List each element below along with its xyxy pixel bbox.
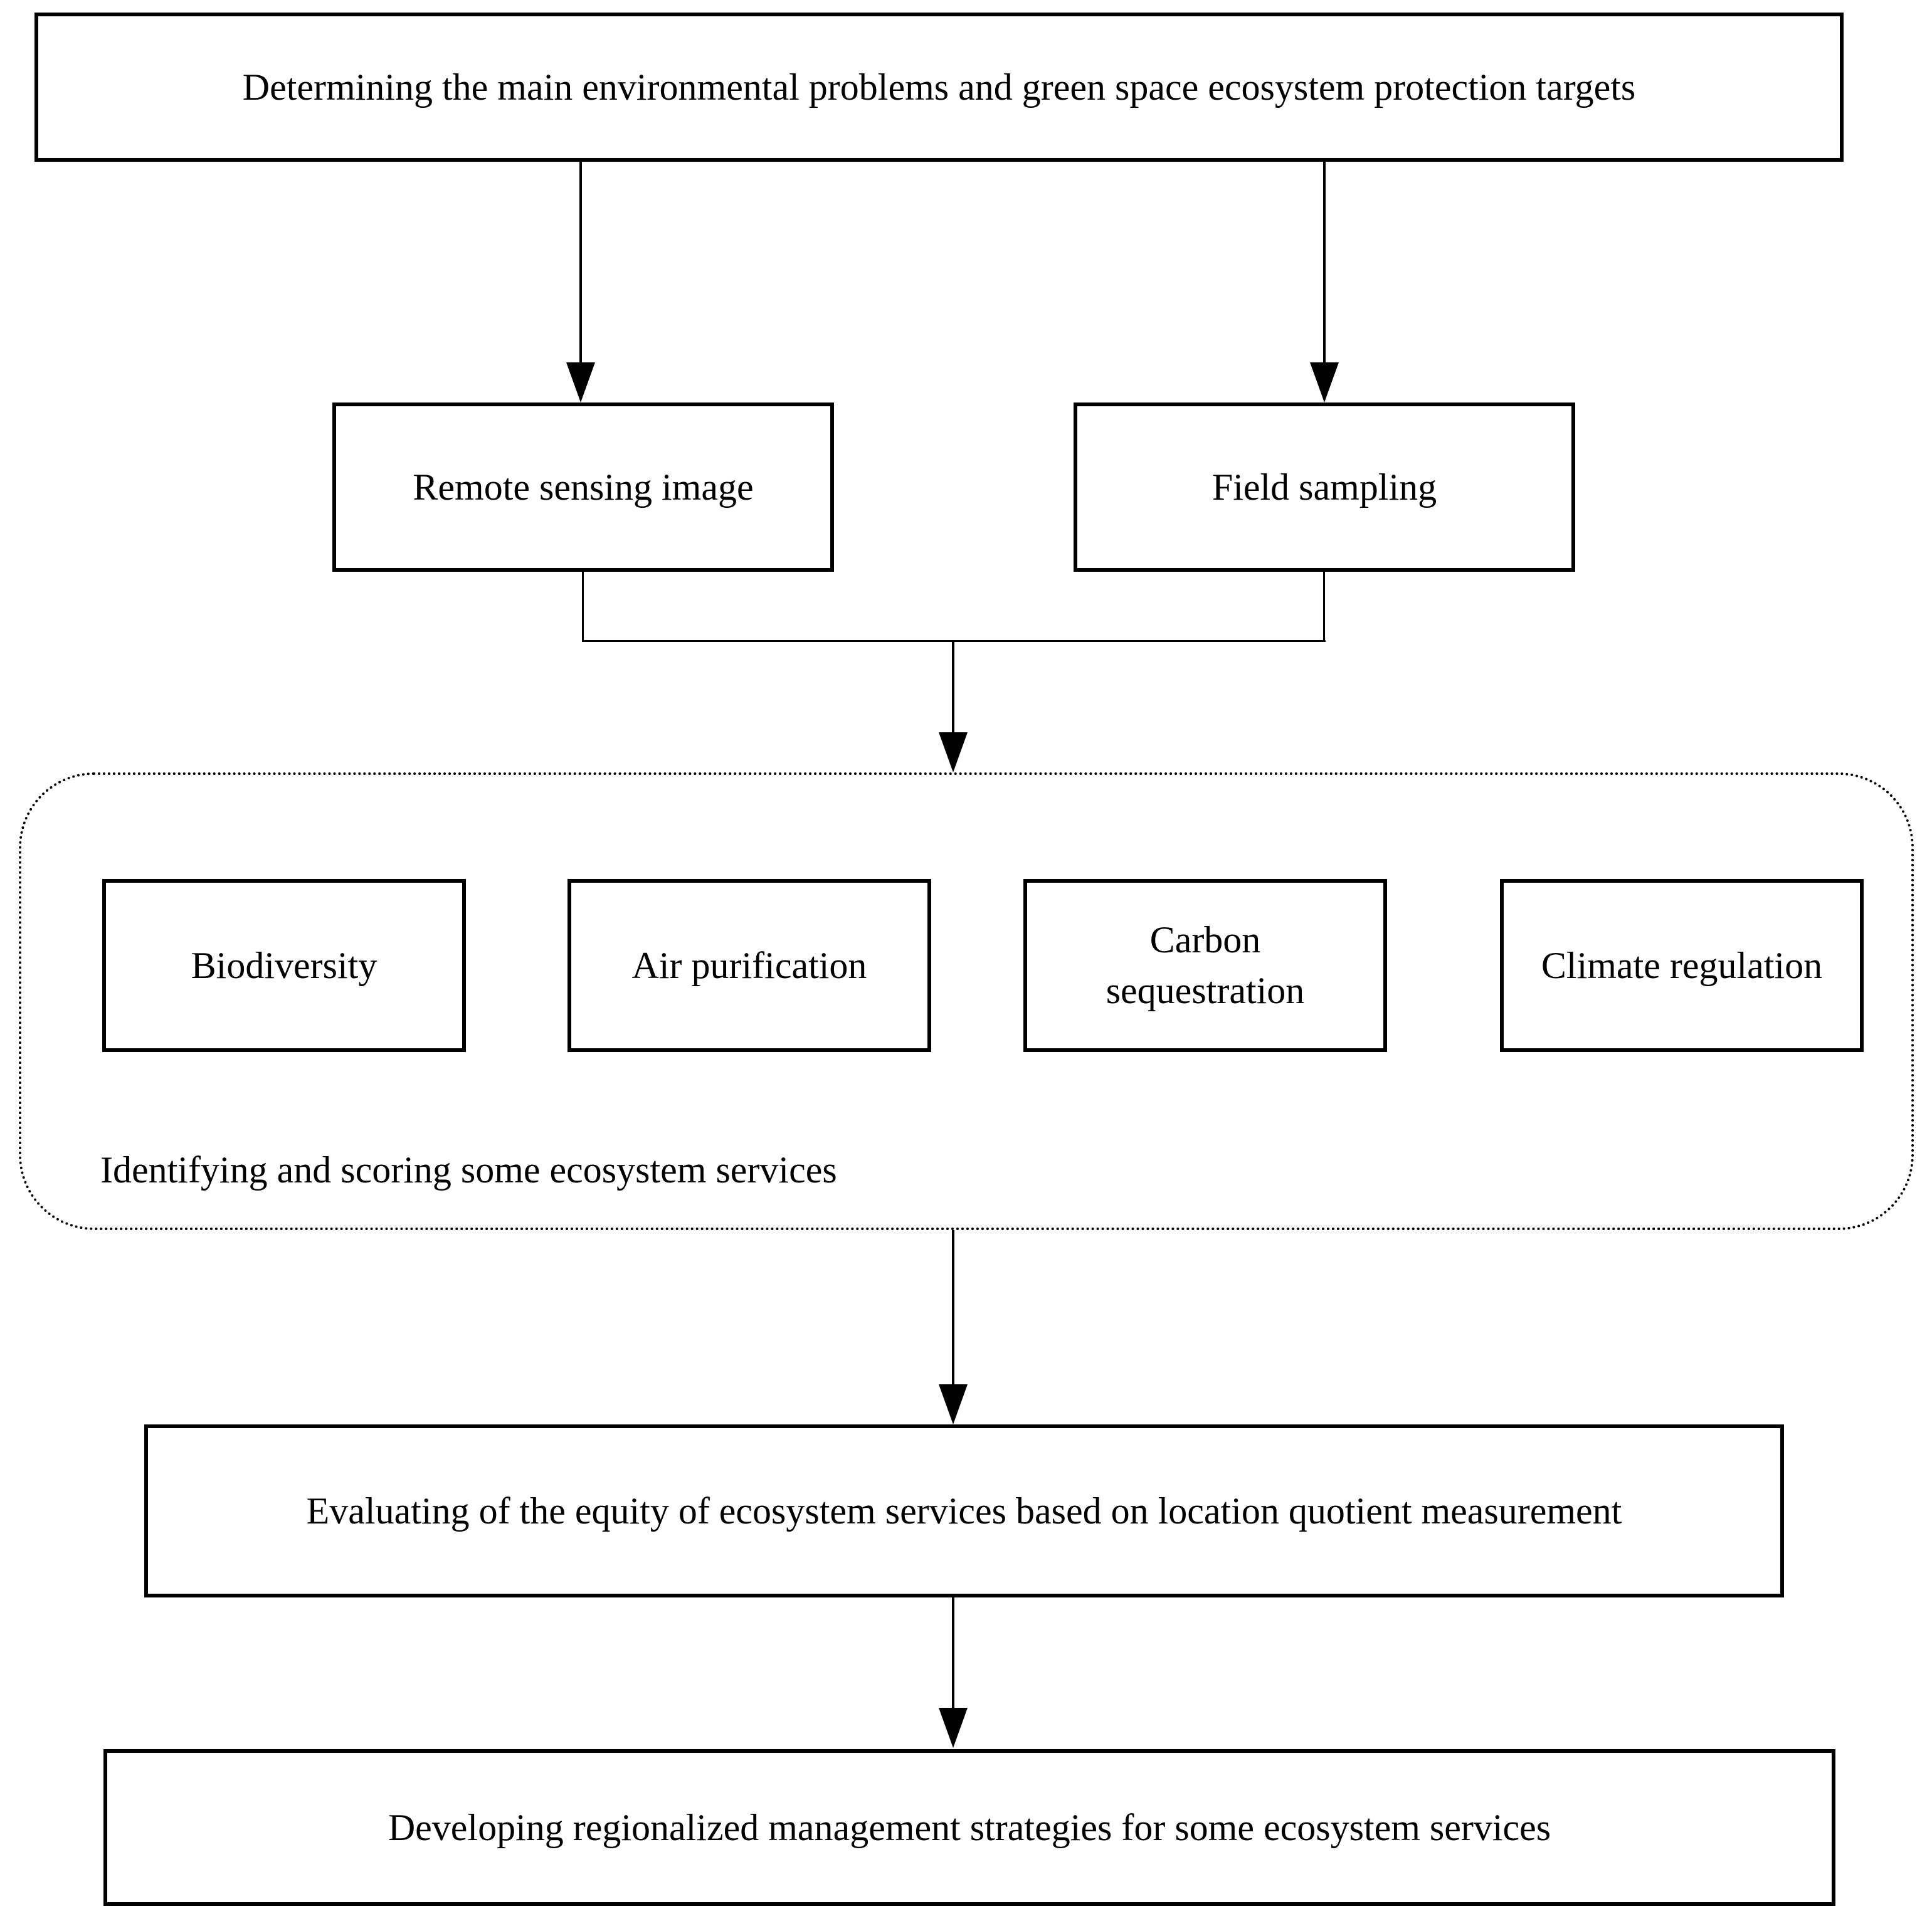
node-remote-sensing: Remote sensing image — [332, 403, 834, 572]
node-determine-targets: Determining the main environmental probl… — [34, 13, 1844, 162]
node-evaluating-equity-label: Evaluating of the equity of ecosystem se… — [306, 1490, 1622, 1532]
node-biodiversity: Biodiversity — [102, 879, 466, 1052]
arrow-down-icon — [939, 1708, 968, 1748]
connector-line — [1323, 162, 1326, 369]
connector-line — [952, 1597, 954, 1710]
connector-line — [952, 641, 954, 735]
arrow-down-icon — [939, 732, 968, 772]
arrow-down-icon — [1310, 362, 1339, 403]
node-developing-strategies: Developing regionalized management strat… — [103, 1749, 1835, 1906]
arrow-down-icon — [939, 1384, 968, 1424]
node-biodiversity-label: Biodiversity — [191, 944, 377, 986]
node-remote-sensing-label: Remote sensing image — [413, 466, 754, 508]
arrow-down-icon — [566, 362, 595, 403]
node-developing-strategies-label: Developing regionalized management strat… — [388, 1806, 1551, 1848]
node-climate-regulation-label: Climate regulation — [1541, 944, 1823, 986]
node-air-purification: Air purification — [567, 879, 931, 1052]
node-climate-regulation: Climate regulation — [1500, 879, 1864, 1052]
connector-line — [579, 162, 582, 369]
connector-line — [952, 1230, 954, 1387]
node-determine-targets-label: Determining the main environmental probl… — [242, 66, 1636, 108]
node-carbon-sequestration: Carbon sequestration — [1023, 879, 1387, 1052]
node-field-sampling-label: Field sampling — [1211, 466, 1437, 508]
node-air-purification-label: Air purification — [631, 944, 867, 986]
node-evaluating-equity: Evaluating of the equity of ecosystem se… — [144, 1424, 1784, 1597]
connector-line — [1323, 572, 1325, 642]
node-carbon-sequestration-label: Carbon sequestration — [1106, 919, 1305, 1011]
node-field-sampling: Field sampling — [1074, 403, 1575, 572]
services-group-caption: Identifying and scoring some ecosystem s… — [100, 1149, 837, 1191]
connector-line — [582, 572, 584, 642]
